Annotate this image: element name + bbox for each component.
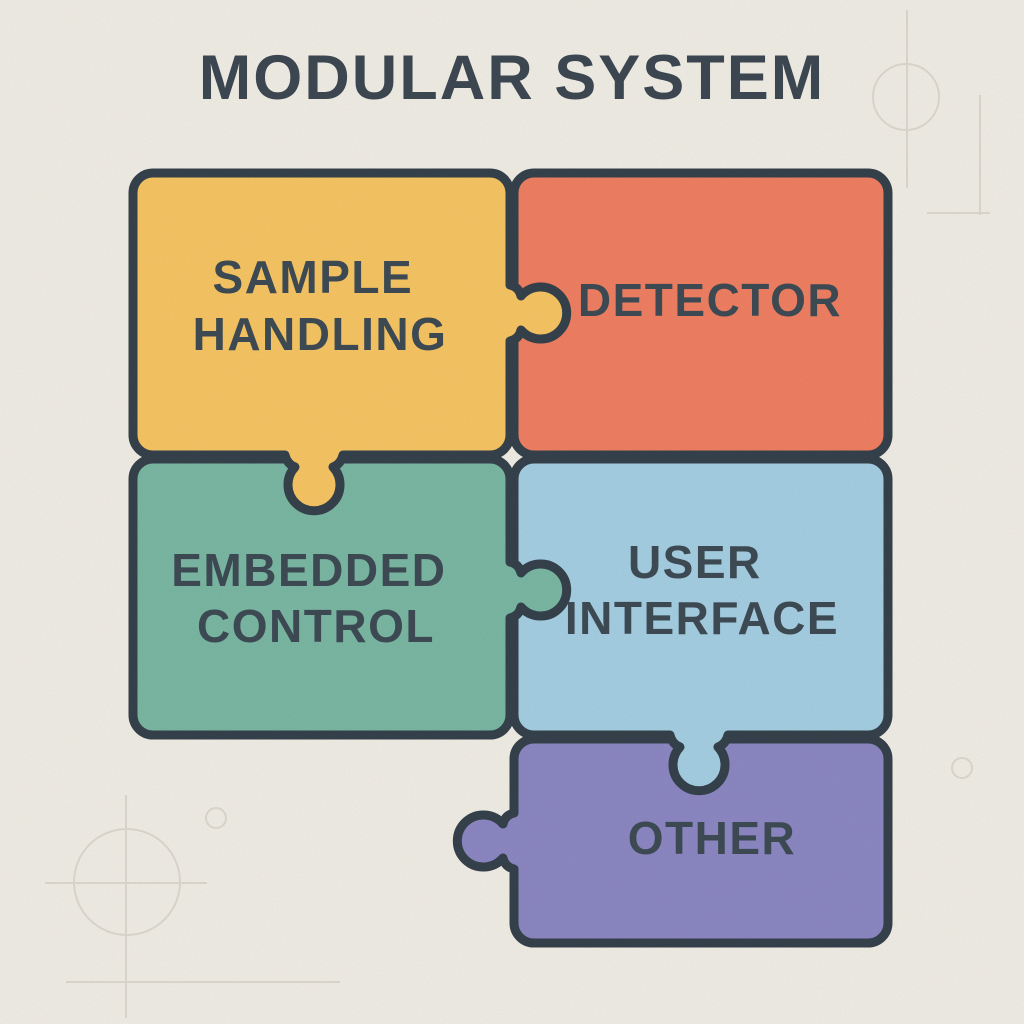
page: MODULAR SYSTEM <box>0 0 1024 1024</box>
paper-grain-overlay <box>0 0 1024 1024</box>
modular-system-diagram: SAMPLE HANDLING DETECTOR EMBEDDED CONTRO… <box>0 0 1024 1024</box>
